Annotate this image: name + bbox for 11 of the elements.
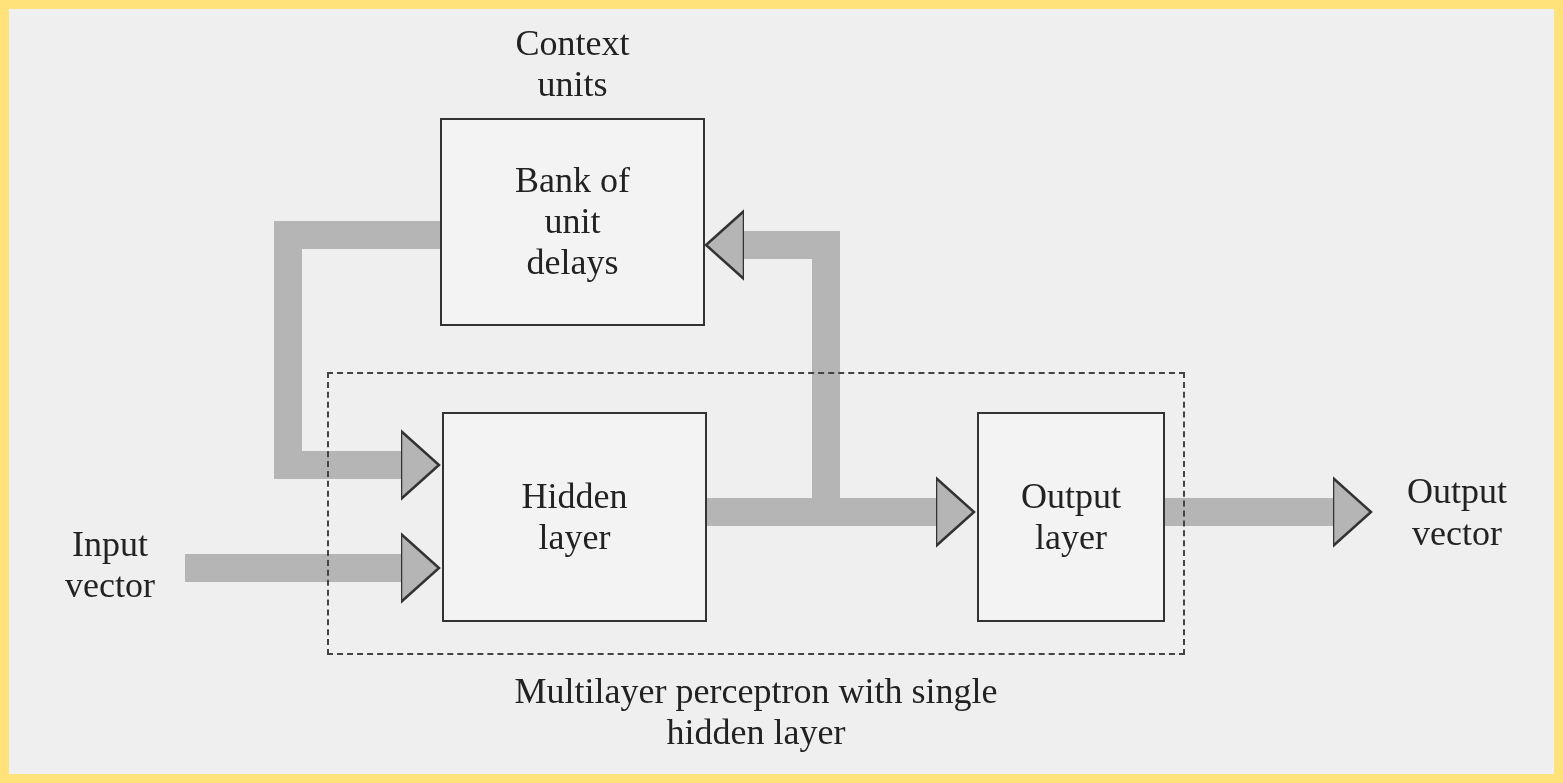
arrow bbox=[274, 221, 441, 501]
group-caption: Multilayer perceptron with single hidden layer bbox=[513, 671, 999, 754]
box-label: Hidden layer bbox=[520, 475, 629, 559]
box-label: Bank of unit delays bbox=[514, 159, 631, 284]
layer-box bbox=[977, 412, 1165, 622]
arrow bbox=[185, 532, 441, 604]
io-label: Output vector bbox=[1406, 471, 1508, 554]
layer-box bbox=[442, 412, 707, 622]
box-heading: Context units bbox=[514, 23, 631, 106]
io-label: Input vector bbox=[64, 523, 156, 607]
box-label: Output layer bbox=[1020, 475, 1122, 559]
